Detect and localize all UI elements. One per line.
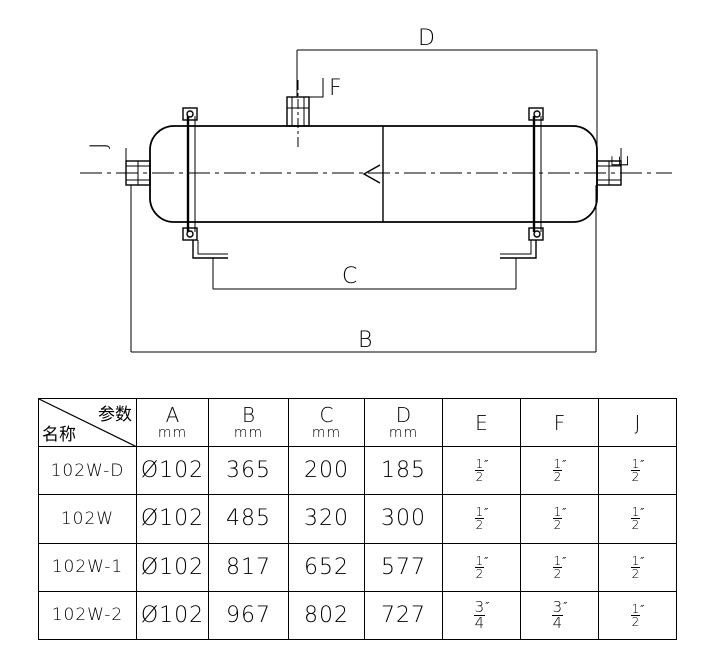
inch-mark: ″ <box>640 458 645 472</box>
corner-label-name: 名称 <box>42 425 76 446</box>
value-d-cell: 577 <box>364 542 443 592</box>
inch-mark: ″ <box>484 506 489 520</box>
value-c-cell: 200 <box>288 446 365 496</box>
header-j: J <box>598 397 677 448</box>
dimension-label-j: J <box>87 143 112 150</box>
inch-mark: ″ <box>484 458 489 472</box>
inch-mark: ″ <box>562 458 567 472</box>
model-cell: 102W-2 <box>38 590 137 641</box>
header-corner-cell: 参数 名称 <box>38 397 137 448</box>
inch-mark: ″ <box>485 599 490 613</box>
inch-mark: ″ <box>562 554 567 568</box>
dimension-label-b: B <box>358 328 372 353</box>
inch-mark: ″ <box>640 506 645 520</box>
model-cell: 102W-1 <box>38 542 137 592</box>
header-f: F <box>520 397 599 448</box>
dimension-label-f: F <box>329 76 342 101</box>
value-c-cell: 320 <box>288 494 365 544</box>
left-nozzle <box>125 160 151 186</box>
model-cell: 102W-D <box>38 446 137 496</box>
heat-exchanger-drawing: D F C B J E <box>80 26 672 353</box>
left-clamp <box>182 107 228 259</box>
shell-body <box>149 125 598 223</box>
corner-label-params: 参数 <box>98 405 132 425</box>
dimension-label-d: D <box>418 26 435 51</box>
value-c-cell: 652 <box>288 542 365 592</box>
inch-mark: ″ <box>640 602 645 616</box>
value-c-cell: 802 <box>288 590 365 641</box>
header-e: E <box>442 397 521 448</box>
right-clamp <box>500 107 544 259</box>
inch-mark: ″ <box>563 599 568 613</box>
dimension-label-e: E <box>609 154 634 168</box>
dimension-f-leader <box>309 78 324 98</box>
inch-mark: ″ <box>640 554 645 568</box>
value-b-cell: 817 <box>208 542 289 592</box>
value-b-cell: 365 <box>208 446 289 496</box>
value-a-cell: Ø102 <box>136 542 209 592</box>
value-d-cell: 300 <box>364 494 443 544</box>
dimension-label-c: C <box>342 264 357 289</box>
corner-diagonal <box>39 399 137 447</box>
value-a-cell: Ø102 <box>136 446 209 496</box>
value-b-cell: 967 <box>208 590 289 641</box>
dimension-b-line <box>130 185 597 353</box>
dimension-d-line <box>296 49 598 160</box>
right-nozzle <box>596 160 622 186</box>
top-port <box>286 80 310 150</box>
model-cell: 102W <box>38 494 137 544</box>
value-a-cell: Ø102 <box>136 590 209 641</box>
flow-arrow <box>362 164 381 184</box>
inch-mark: ″ <box>484 554 489 568</box>
dimension-c-line <box>212 258 517 290</box>
value-b-cell: 485 <box>208 494 289 544</box>
value-d-cell: 727 <box>364 590 443 641</box>
inch-mark: ″ <box>562 506 567 520</box>
value-a-cell: Ø102 <box>136 494 209 544</box>
value-d-cell: 185 <box>364 446 443 496</box>
